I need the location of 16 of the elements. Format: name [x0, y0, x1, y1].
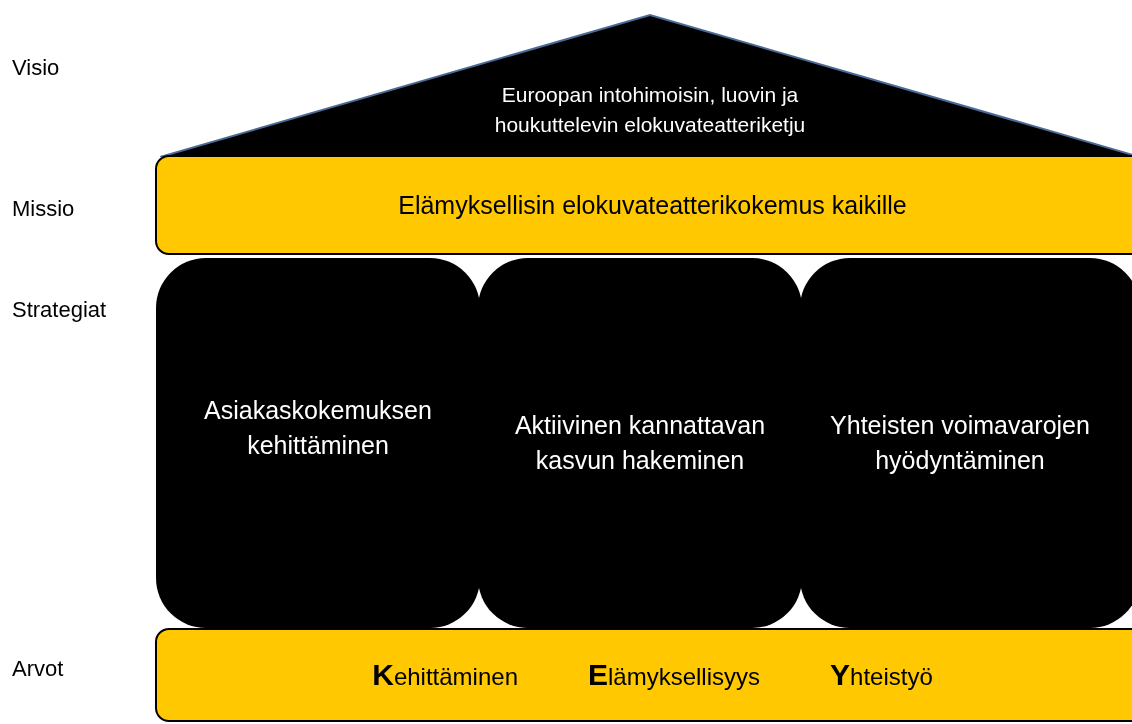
mission-text: Elämyksellisin elokuvateatterikokemus kaikille [398, 189, 907, 221]
values-band [155, 628, 1132, 722]
row-label: Arvot [12, 656, 64, 682]
strategy-text: Aktiivinen kannattavan kasvun hakeminen [513, 410, 767, 476]
row-label: Missio [12, 196, 75, 222]
value-text: Kehittäminen [372, 657, 518, 693]
strategy-pillar [156, 258, 480, 628]
value-text: Elämyksellisyys [588, 657, 760, 693]
row-label: Visio [12, 55, 60, 81]
strategy-text: Asiakaskokemuksen kehittäminen [203, 395, 433, 461]
strategy-pillar [800, 258, 1132, 628]
row-label: Strategiat [12, 297, 107, 323]
strategy-text: Yhteisten voimavarojen hyödyntäminen [829, 410, 1091, 476]
mission-band [155, 155, 1132, 255]
value-text: Yhteistyö [830, 657, 933, 693]
vision-text: Euroopan intohimoisin, luovin ja houkuttelevin elokuvateatteriketju [493, 82, 807, 138]
